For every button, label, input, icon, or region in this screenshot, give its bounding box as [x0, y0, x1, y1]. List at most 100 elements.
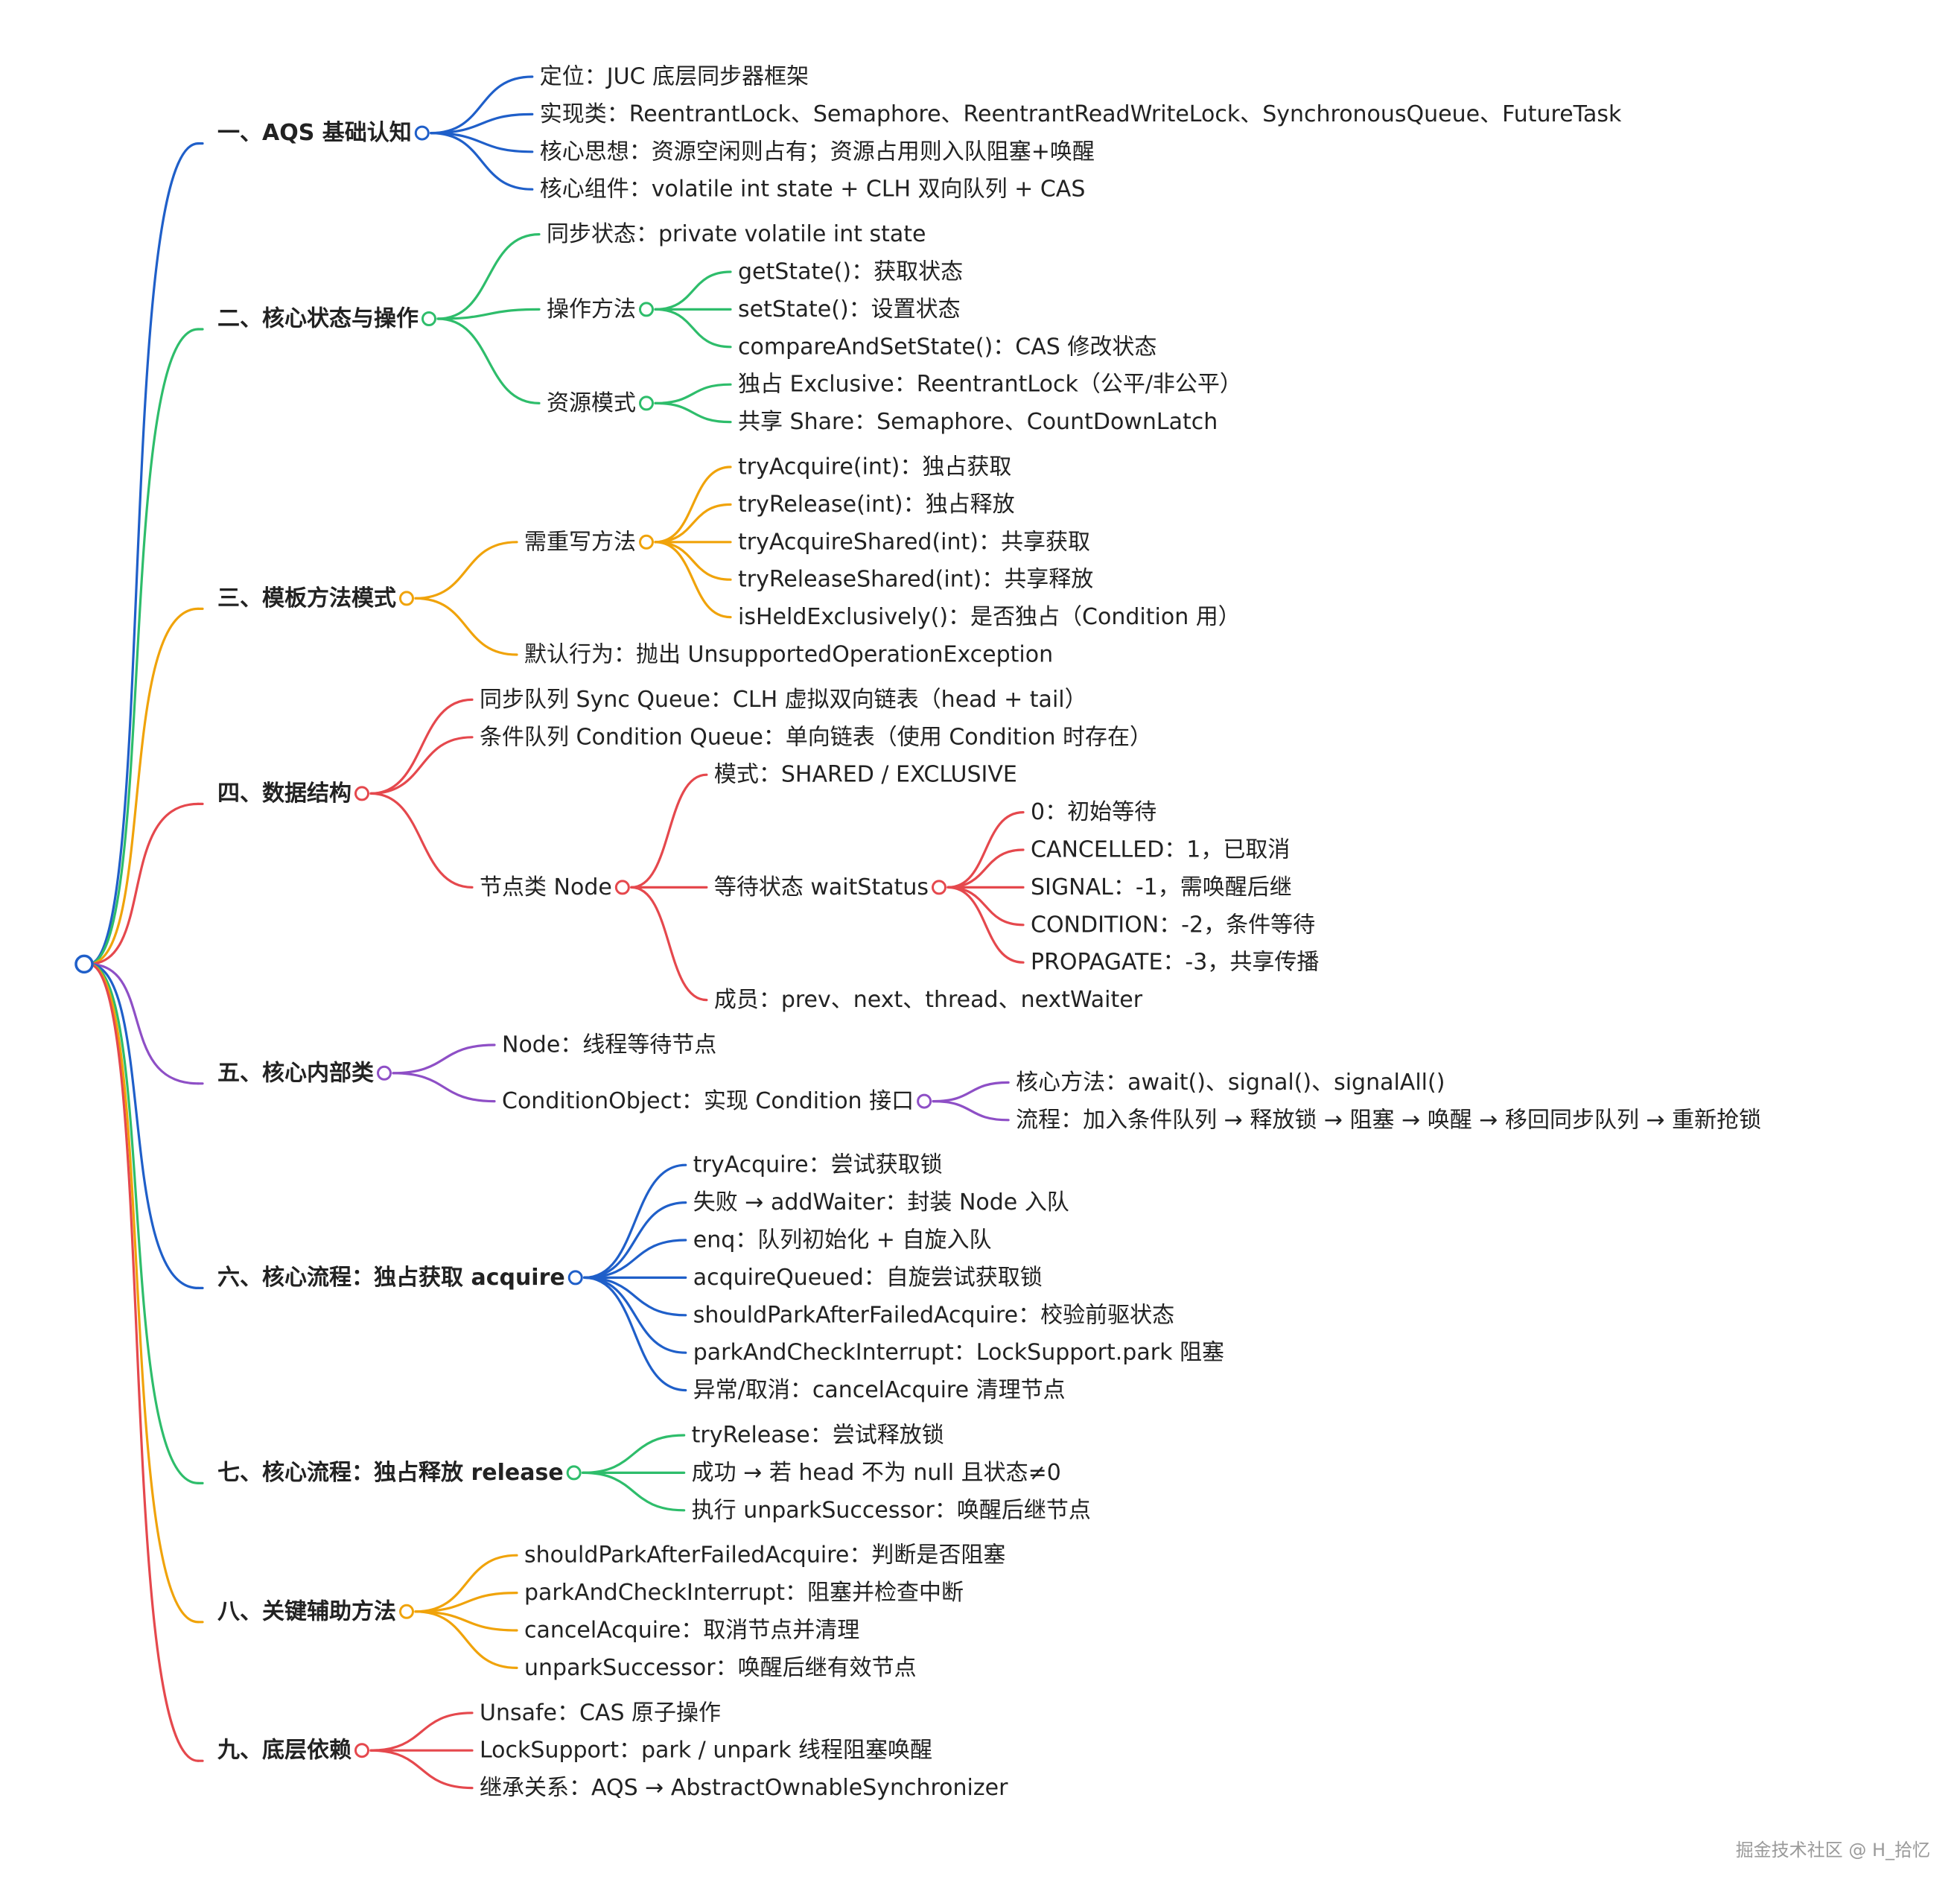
node-label-level-2: unparkSuccessor：唤醒后继有效节点	[524, 1655, 917, 1681]
node-label-level-4: 0：初始等待	[1031, 799, 1156, 825]
edge-level-2	[582, 1471, 686, 1512]
node-label-level-2: 核心组件：volatile int state + CLH 双向队列 + CAS	[540, 177, 1086, 203]
expand-toggle-level-2[interactable]	[614, 880, 630, 895]
edge-level-2	[369, 698, 474, 795]
branch-title: 一、AQS 基础认知	[217, 120, 412, 146]
watermark: 掘金技术社区 @ H_拾忆	[1735, 1840, 1930, 1861]
node-label-level-4: CANCELLED：1，已取消	[1031, 837, 1290, 863]
branch-toggle[interactable]	[421, 311, 436, 326]
expand-toggle-level-3[interactable]	[932, 880, 946, 895]
node-label-level-3: tryAcquire(int)：独占获取	[738, 454, 1011, 480]
node-label-level-2: 条件队列 Condition Queue：单向链表（使用 Condition 时…	[480, 724, 1152, 750]
edge-root-to-branch	[87, 962, 200, 1624]
node-label-level-2: 操作方法	[547, 296, 636, 322]
node-label-level-2: 执行 unparkSuccessor：唤醒后继节点	[692, 1497, 1091, 1523]
node-label-level-2: 异常/取消：cancelAcquire 清理节点	[693, 1377, 1066, 1403]
node-label-level-4: PROPAGATE：-3，共享传播	[1031, 950, 1319, 976]
branch-title: 八、关键辅助方法	[217, 1598, 396, 1624]
edge-level-2	[583, 1201, 687, 1279]
edge-level-2	[430, 132, 534, 191]
branch-title: 六、核心流程：独占获取 acquire	[217, 1265, 565, 1291]
node-label-level-3: 核心方法：await()、signal()、signalAll()	[1016, 1070, 1445, 1096]
node-label-level-2: Unsafe：CAS 原子操作	[480, 1700, 721, 1726]
node-label-level-2: 实现类：ReentrantLock、Semaphore、ReentrantRea…	[540, 101, 1622, 127]
node-label-level-3: setState()：设置状态	[738, 296, 961, 322]
expand-toggle-level-2[interactable]	[917, 1093, 932, 1109]
edge-level-4	[946, 811, 1025, 889]
expand-toggle-level-2[interactable]	[639, 534, 654, 550]
node-label-level-3: 成员：prev、next、thread、nextWaiter	[714, 987, 1143, 1013]
edge-level-4	[946, 886, 1025, 964]
node-label-level-2: 同步队列 Sync Queue：CLH 虚拟双向链表（head + tail）	[480, 687, 1087, 713]
node-label-level-2: shouldParkAfterFailedAcquire：判断是否阻塞	[524, 1542, 1005, 1569]
edge-level-3	[654, 541, 732, 581]
edge-level-4	[946, 886, 1025, 927]
edge-level-2	[583, 1276, 687, 1354]
edge-level-2	[414, 1554, 518, 1613]
node-label-level-2: 成功 → 若 head 不为 null 且状态≠0	[692, 1460, 1061, 1486]
edge-root-to-branch	[87, 962, 200, 1762]
edge-level-2	[583, 1276, 687, 1392]
node-label-level-2: 继承关系：AQS → AbstractOwnableSynchronizer	[480, 1775, 1008, 1801]
expand-toggle-level-2[interactable]	[639, 395, 654, 411]
branch-toggle[interactable]	[414, 125, 430, 141]
edge-level-2	[583, 1276, 687, 1317]
node-label-level-2: 核心思想：资源空闲则占有；资源占用则入队阻塞+唤醒	[540, 139, 1095, 165]
edge-level-2	[430, 112, 534, 135]
edge-level-2	[436, 233, 541, 320]
branch-title: 三、模板方法模式	[217, 585, 396, 611]
branch-toggle[interactable]	[566, 1465, 582, 1481]
expand-toggle-level-2[interactable]	[639, 302, 654, 317]
edge-level-3	[654, 401, 732, 424]
node-label-level-2: ConditionObject：实现 Condition 接口	[502, 1088, 914, 1114]
edge-level-2	[369, 1712, 474, 1752]
edge-level-4	[946, 848, 1025, 889]
edge-root-to-branch	[87, 142, 200, 965]
node-label-level-2: parkAndCheckInterrupt：LockSupport.park 阻…	[693, 1340, 1224, 1366]
edge-level-2	[414, 1610, 518, 1632]
edge-level-2	[436, 317, 541, 404]
node-label-level-3: tryReleaseShared(int)：共享释放	[738, 567, 1093, 593]
edge-level-3	[654, 541, 732, 619]
node-label-level-4: CONDITION：-2，条件等待	[1031, 912, 1315, 938]
node-label-level-3: 模式：SHARED / EXCLUSIVE	[714, 762, 1017, 788]
node-label-level-2: parkAndCheckInterrupt：阻塞并检查中断	[524, 1580, 964, 1606]
edge-level-2	[392, 1072, 496, 1103]
edge-root-to-branch	[87, 962, 200, 1085]
node-label-level-2: 失败 → addWaiter：封装 Node 入队	[693, 1189, 1069, 1216]
node-label-level-3: compareAndSetState()：CAS 修改状态	[738, 334, 1156, 360]
node-label-level-2: LockSupport：park / unpark 线程阻塞唤醒	[480, 1738, 932, 1764]
edge-level-2	[430, 75, 534, 135]
edge-level-2	[369, 792, 474, 889]
node-label-level-2: 需重写方法	[524, 529, 636, 555]
node-label-level-3: 等待状态 waitStatus	[714, 874, 929, 900]
edge-level-2	[392, 1043, 496, 1075]
branch-toggle[interactable]	[399, 1604, 414, 1619]
edge-level-3	[654, 503, 732, 544]
edge-level-3	[654, 383, 732, 404]
branch-toggle[interactable]	[354, 1743, 369, 1758]
root-node[interactable]	[74, 954, 94, 974]
edge-root-to-branch	[87, 607, 200, 965]
node-label-level-3: 流程：加入条件队列 → 释放锁 → 阻塞 → 唤醒 → 移回同步队列 → 重新抢…	[1016, 1107, 1761, 1133]
branch-title: 七、核心流程：独占释放 release	[217, 1460, 564, 1486]
edge-level-2	[414, 1592, 518, 1613]
node-label-level-3: isHeldExclusively()：是否独占（Condition 用）	[738, 604, 1241, 630]
node-label-level-2: 默认行为：抛出 UnsupportedOperationException	[524, 642, 1053, 668]
edge-root-to-branch	[87, 962, 200, 1289]
edge-root-to-branch	[87, 962, 200, 1484]
branch-toggle[interactable]	[567, 1270, 583, 1286]
branch-toggle[interactable]	[399, 591, 414, 606]
edge-level-3	[654, 308, 732, 349]
branch-toggle[interactable]	[377, 1065, 392, 1081]
edge-level-2	[414, 597, 518, 656]
node-label-level-2: 资源模式	[547, 390, 636, 416]
node-label-level-2: acquireQueued：自旋尝试获取锁	[693, 1265, 1043, 1291]
edge-level-2	[414, 1610, 518, 1669]
node-label-level-2: 定位：JUC 底层同步器框架	[540, 64, 809, 90]
node-label-level-2: enq：队列初始化 + 自旋入队	[693, 1227, 992, 1253]
mindmap-edges	[87, 75, 1025, 1790]
branch-title: 二、核心状态与操作	[217, 306, 419, 332]
branch-toggle[interactable]	[354, 786, 369, 801]
